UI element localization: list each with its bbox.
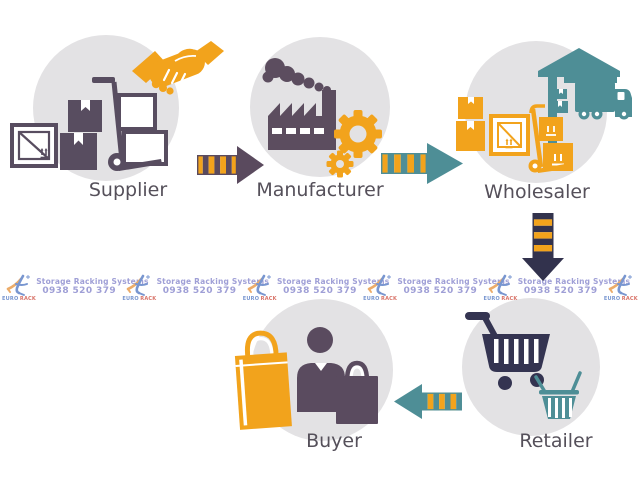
orange-hand-truck-icon (528, 104, 573, 173)
eurorack-logo-icon (127, 274, 151, 296)
orange-boxes-icon (456, 97, 485, 151)
watermark-text: Storage Racking Systems 0938 520 379 (397, 277, 510, 296)
purple-bag-icon (336, 360, 378, 424)
supplier-label: Supplier (88, 179, 168, 201)
warehouse-boxes-icon (552, 89, 568, 113)
arrow-manufacturer-to-wholesaler-icon (381, 143, 463, 184)
manufacturer-label: Manufacturer (256, 179, 384, 201)
supplier-icon (10, 41, 224, 171)
orange-bag-icon (234, 330, 292, 430)
wholesaler-label: Wholesaler (484, 181, 590, 203)
arrow-supplier-to-manufacturer-icon (197, 146, 264, 184)
gear-large-icon (334, 110, 382, 158)
gear-small-icon (326, 150, 354, 178)
person-icon (297, 327, 345, 412)
buyer-icon (234, 327, 378, 430)
watermark-text: Storage Racking Systems 0938 520 379 (156, 277, 269, 296)
eurorack-logo-icon (608, 274, 632, 296)
crate-icon (10, 123, 58, 168)
hand-truck-icon (92, 77, 168, 171)
shopping-basket-icon (534, 371, 582, 419)
handshake-icon (132, 41, 224, 95)
watermark-text: Storage Racking Systems 0938 520 379 (36, 277, 149, 296)
eurorack-logo-icon (488, 274, 512, 296)
wholesaler-icon (456, 48, 632, 173)
retailer-icon (465, 312, 582, 419)
orange-crate-icon (489, 114, 530, 156)
eurorack-logo-icon (6, 274, 30, 296)
factory-icon (268, 90, 336, 150)
smoke-icon (262, 58, 331, 94)
manufacturer-icon (262, 58, 382, 178)
truck-icon (575, 82, 632, 120)
arrow-wholesaler-to-retailer-icon (522, 213, 564, 281)
arrow-retailer-to-buyer-icon (394, 384, 462, 419)
retailer-label: Retailer (519, 430, 593, 452)
this-side-up-mark (40, 148, 48, 159)
eurorack-logo-icon (367, 274, 392, 296)
boxes-icon (60, 100, 102, 170)
buyer-label: Buyer (306, 430, 362, 452)
watermark-text: Storage Racking Systems 0938 520 379 (517, 277, 631, 296)
eurorack-logo-icon (247, 274, 271, 296)
watermark-text: Storage Racking Systems 0938 520 379 (276, 277, 390, 296)
